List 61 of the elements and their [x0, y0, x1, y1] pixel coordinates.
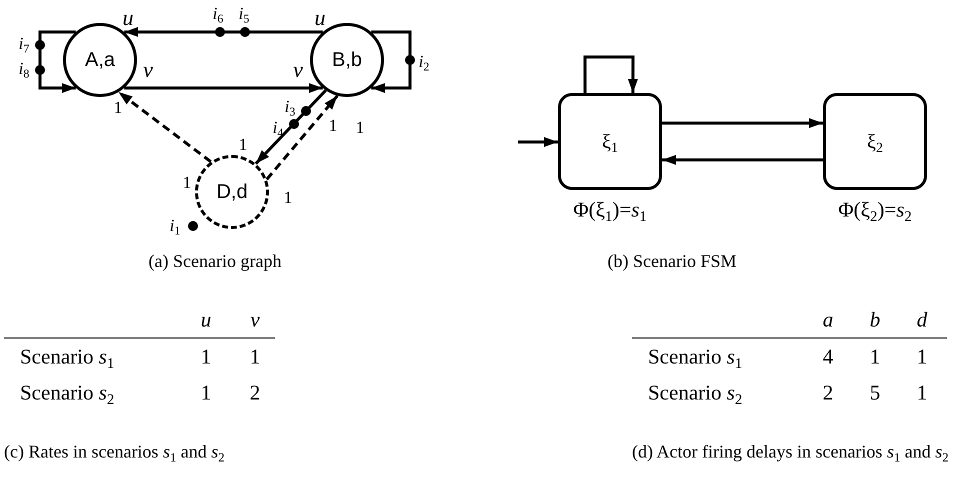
state-output-label: Φ(ξ$_{2}$)=s$_{2}$ [838, 198, 912, 222]
arrow [371, 30, 412, 93]
node-label: D,d [216, 182, 248, 202]
rate-label: 1 [182, 172, 192, 194]
token-label: i$_{2}$ [418, 52, 430, 72]
rate-label: 1 [238, 134, 248, 156]
table-cell: 1 [916, 380, 928, 406]
arrow [124, 27, 323, 37]
dashed-actor-circle [195, 155, 269, 229]
arrow [38, 30, 76, 93]
rate-label: v [143, 56, 153, 84]
rate-label: v [293, 56, 303, 84]
state-box [558, 93, 662, 190]
token-label: i$_{1}$ [170, 216, 180, 236]
token-label: i$_{6}$ [212, 4, 224, 24]
table-header: v [250, 307, 260, 333]
table-header: b [870, 307, 880, 333]
token-label: i$_{8}$ [18, 58, 30, 80]
rate-label: 1 [356, 118, 364, 138]
table-cell: 2 [250, 380, 260, 406]
node-label: B,b [332, 50, 362, 70]
arrow [124, 83, 323, 93]
caption: (d) Actor firing delays in scenarios s$_{1}$ and s$_{2}$ [632, 440, 950, 466]
rate-label: 1 [328, 116, 338, 136]
table-cell: 1 [916, 344, 928, 370]
table-cell: 1 [200, 380, 212, 406]
node-label: ξ$_{1}$ [602, 132, 618, 152]
caption: (a) Scenario graph [148, 251, 282, 273]
rate-label: u [314, 4, 326, 32]
token-label: i$_{5}$ [238, 4, 250, 24]
arrow [518, 137, 558, 147]
caption: (c) Rates in scenarios s$_{1}$ and s$_{2}$ [4, 440, 226, 466]
token-label: i$_{7}$ [18, 34, 30, 54]
table-cell: Scenario s$_{1}$ [20, 344, 114, 370]
table-header: d [916, 307, 928, 333]
table-header: u [200, 307, 212, 333]
rate-label: u [122, 4, 134, 32]
state-box [823, 93, 927, 190]
table-cell: 2 [822, 380, 834, 406]
table-cell: 1 [870, 344, 880, 370]
table-cell: 5 [870, 380, 880, 406]
table-cell: 1 [200, 344, 212, 370]
table-cell: 1 [250, 344, 260, 370]
arrow [584, 56, 638, 93]
table-cell: Scenario s$_{2}$ [20, 380, 114, 406]
arrow [662, 154, 823, 165]
caption: (b) Scenario FSM [608, 251, 736, 273]
table-cell: Scenario s$_{1}$ [648, 344, 742, 370]
arrow [254, 89, 327, 165]
token-label: i$_{3}$ [284, 96, 296, 118]
arrow [662, 118, 823, 128]
arrow [266, 94, 339, 180]
table-cell: Scenario s$_{2}$ [648, 380, 742, 406]
node-label: ξ$_{2}$ [867, 132, 883, 152]
node-label: A,a [84, 50, 116, 70]
table-cell: 4 [822, 344, 834, 370]
rate-label: 1 [284, 188, 292, 208]
arrow [118, 90, 212, 163]
table-header: a [822, 307, 834, 333]
state-output-label: Φ(ξ$_{1}$)=s$_{1}$ [573, 198, 647, 222]
rate-label: 1 [114, 98, 122, 118]
